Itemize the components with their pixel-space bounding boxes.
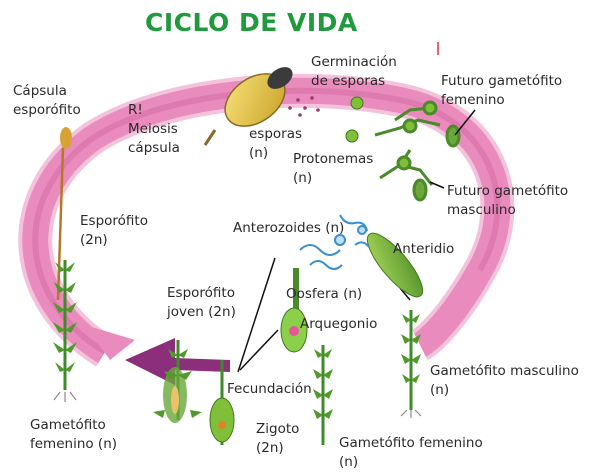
label-fertilization: Fecundación [227, 381, 312, 397]
label-oosphere: Oosfera (n) [286, 286, 363, 302]
antheridium-image [366, 232, 424, 298]
label-spores: esporas(n) [249, 126, 303, 161]
label-female-gametophyte-bottom: Gametófito femenino(n) [339, 435, 483, 470]
cycle-arrow-head [85, 325, 230, 385]
capsule-image [203, 67, 320, 146]
zygote-image [209, 360, 235, 445]
spores-image [345, 96, 364, 143]
archegonium-image [280, 268, 308, 353]
label-male-gametophyte: Gametófito masculino(n) [430, 363, 579, 398]
label-protonema: Protonemas(n) [293, 151, 374, 186]
female-gametophyte-image [313, 345, 333, 445]
label-zygote: Zigoto(2n) [256, 421, 300, 456]
protonema-male-image [379, 149, 434, 202]
label-sporophyte: Esporófito(2n) [80, 213, 148, 248]
pointer-lines [237, 109, 476, 373]
young-sporophyte-image [153, 340, 202, 423]
page-title: CICLO DE VIDA [145, 8, 358, 37]
cycle-ring [18, 73, 515, 367]
antherozoids-image [299, 214, 370, 270]
label-antheridium: Anteridio [393, 241, 455, 257]
male-gametophyte-image [400, 310, 422, 418]
sporophyte-plant-image [53, 127, 77, 402]
label-antherozoids: Anterozoides (n) [233, 220, 345, 236]
protonema-female-image [374, 100, 461, 148]
label-archegonium: Arquegonio [300, 316, 378, 332]
